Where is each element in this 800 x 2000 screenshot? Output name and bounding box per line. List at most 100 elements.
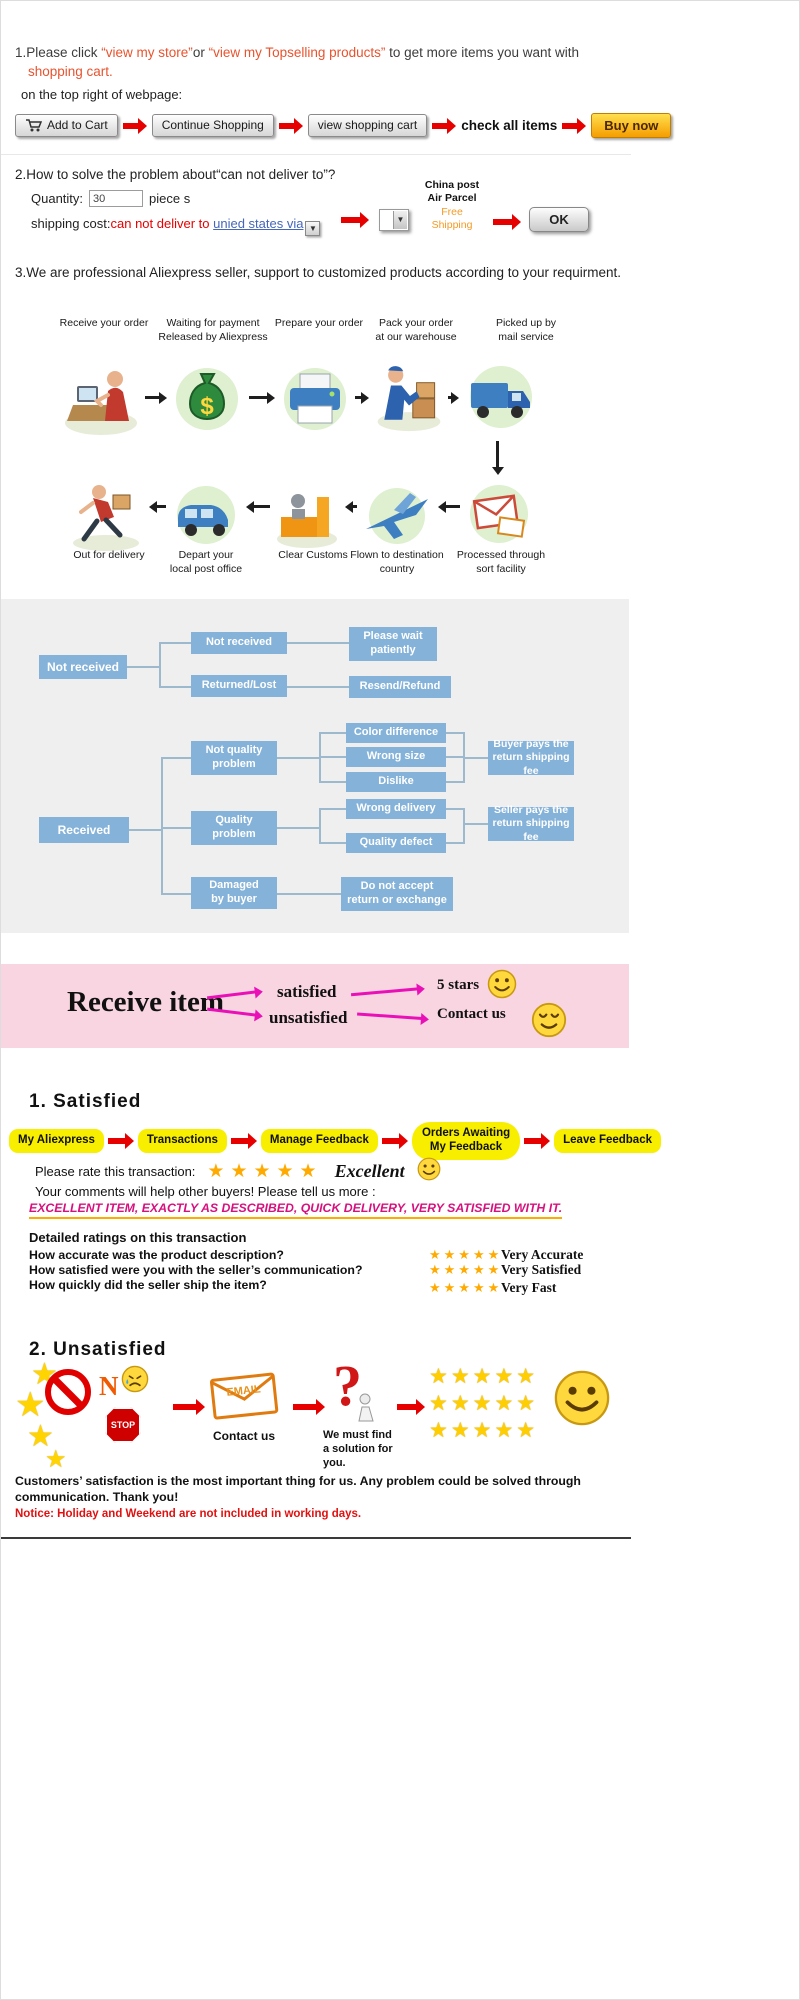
envelope-icon: EMAIL <box>207 1367 283 1428</box>
stars-row: ★★★★★ <box>429 1392 539 1415</box>
smiley-face-icon <box>553 1369 611 1432</box>
example-comment: EXCELLENT ITEM, EXACTLY AS DESCRIBED, QU… <box>29 1201 563 1219</box>
sort-facility-mail-icon <box>463 479 535 554</box>
nav-my-aliexpress[interactable]: My Aliexpress <box>9 1129 104 1153</box>
post-office-van-icon <box>168 481 244 556</box>
smiley-face-icon <box>417 1157 441 1186</box>
stop-sign-icon: STOP <box>105 1407 141 1443</box>
flow-node-wait: Please wait patiently <box>349 627 437 661</box>
stop-label: STOP <box>110 1420 136 1430</box>
black-arrow-icon <box>145 390 167 406</box>
process-step-label: Clear Customs <box>278 549 348 561</box>
divider <box>1 154 631 155</box>
ok-button[interactable]: OK <box>529 207 589 232</box>
flow-node-wrong-delivery: Wrong delivery <box>346 799 446 819</box>
flow-node-damaged: Damaged by buyer <box>191 877 277 909</box>
banner-satisfied: satisfied <box>277 982 337 1001</box>
red-arrow-icon <box>493 213 521 231</box>
flow-node-quality: Quality problem <box>191 811 277 845</box>
flow-node-color-difference: Color difference <box>346 723 446 743</box>
process-step-label: Prepare your order <box>274 317 364 329</box>
rating-stars[interactable]: ★★★★★ <box>429 1280 503 1295</box>
cannot-deliver-text: can not deliver to <box>110 216 210 231</box>
check-all-items-text: check all items <box>461 118 558 133</box>
airplane-icon <box>358 483 436 554</box>
flow-node-not-received: Not received <box>39 655 127 679</box>
red-arrow-icon <box>397 1397 425 1417</box>
process-step-label: Picked up by mail service <box>495 317 557 343</box>
unsatisfied-heading: 2. Unsatisfied <box>29 1339 167 1360</box>
rating-stars[interactable]: ★★★★★ <box>429 1262 503 1277</box>
process-step-label: Pack your order at our warehouse <box>375 317 457 343</box>
stars-row: ★★★★★ <box>429 1419 539 1442</box>
black-arrow-icon <box>149 499 166 515</box>
process-step-label: Out for delivery <box>73 549 145 561</box>
black-arrow-icon <box>355 390 369 406</box>
intro-line3: on the top right of webpage: <box>21 87 183 102</box>
intro-prefix: 1.Please click <box>15 45 102 60</box>
magenta-arrow-icon <box>357 1008 430 1027</box>
nav-leave-feedback[interactable]: Leave Feedback <box>554 1129 661 1153</box>
buy-now-label: Buy now <box>604 118 659 133</box>
view-my-store-link[interactable]: “view my store” <box>101 45 193 60</box>
black-arrow-icon <box>448 390 459 406</box>
topselling-link[interactable]: “view my Topselling products” <box>208 45 386 60</box>
shipping-dropdown[interactable] <box>379 209 409 231</box>
flow-node-resend: Resend/Refund <box>349 676 451 698</box>
china-post-text: China post Air Parcel <box>424 179 480 205</box>
prepare-order-printer-icon <box>277 359 353 442</box>
red-arrow-icon <box>293 1397 325 1417</box>
stars-row: ★★★★★ <box>429 1365 539 1388</box>
continue-shopping-button[interactable]: Continue Shopping <box>151 114 274 137</box>
excellent-label: Excellent <box>334 1161 405 1181</box>
rating-question: How accurate was the product description… <box>29 1248 284 1262</box>
chevron-down-icon[interactable] <box>305 221 321 236</box>
flow-node-no-return: Do not accept return or exchange <box>341 877 453 911</box>
out-for-delivery-courier-icon <box>65 479 147 558</box>
flow-node-dislike: Dislike <box>346 772 446 792</box>
comments-line: Your comments will help other buyers! Pl… <box>35 1184 376 1199</box>
quantity-input[interactable] <box>89 190 144 207</box>
footer-message: Customers’ satisfaction is the most impo… <box>15 1474 581 1504</box>
buy-now-button[interactable]: Buy now <box>591 113 672 138</box>
flow-node-wrong-size: Wrong size <box>346 747 446 767</box>
rating-stars[interactable]: ★★★★★ <box>429 1247 503 1262</box>
continue-shopping-label: Continue Shopping <box>161 118 264 132</box>
view-shopping-cart-button[interactable]: view shopping cart <box>307 114 428 137</box>
rate-row: Please rate this transaction: ★★★★★ Exce… <box>35 1157 441 1186</box>
no-sign-icon <box>45 1369 91 1415</box>
rating-question: How satisfied were you with the seller’s… <box>29 1263 363 1277</box>
chevron-down-icon <box>393 211 407 229</box>
flow-node-seller-pays: Seller pays the return shipping fee <box>488 804 574 843</box>
smiley-face-icon <box>487 969 517 1004</box>
satisfied-heading: 1. Satisfied <box>29 1091 142 1112</box>
rating-stars[interactable]: ★★★★★ <box>207 1161 323 1182</box>
rating-question: How quickly did the seller ship the item… <box>29 1278 267 1292</box>
banner-unsatisfied: unsatisfied <box>269 1008 348 1027</box>
receive-item-banner: Receive item satisfied unsatisfied 5 sta… <box>1 964 629 1048</box>
nav-transactions[interactable]: Transactions <box>137 1129 227 1153</box>
deliver-heading: 2.How to solve the problem about“can not… <box>15 167 336 182</box>
shipping-label: shipping cost: <box>31 216 111 231</box>
intro-line1: 1.Please click “view my store”or “view m… <box>15 45 579 60</box>
payment-money-bag-icon: $ <box>169 359 245 442</box>
question-mark: ? <box>333 1353 362 1418</box>
nav-manage-feedback[interactable]: Manage Feedback <box>260 1129 378 1153</box>
ok-label: OK <box>549 212 569 227</box>
flow-node-nr-branch1: Not received <box>191 632 287 654</box>
banner-title: Receive item <box>67 986 224 1018</box>
feedback-nav-row: My Aliexpress Transactions Manage Feedba… <box>9 1119 661 1163</box>
free-shipping-text: Free Shipping <box>431 206 473 232</box>
add-to-cart-button[interactable]: Add to Cart <box>15 114 118 137</box>
country-link[interactable]: unied states via <box>213 216 304 231</box>
detailed-ratings-heading: Detailed ratings on this transaction <box>29 1230 247 1245</box>
full-stars-grid: ★★★★★ ★★★★★ ★★★★★ <box>429 1363 538 1444</box>
squint-smiley-icon <box>531 1002 567 1043</box>
star-icon <box>45 1445 67 1474</box>
quantity-unit: piece s <box>149 191 191 206</box>
red-arrow-icon <box>173 1397 205 1417</box>
nav-orders-awaiting-feedback[interactable]: Orders Awaiting My Feedback <box>411 1122 521 1160</box>
black-arrow-icon <box>491 441 505 475</box>
flow-node-buyer-pays: Buyer pays the return shipping fee <box>488 738 574 777</box>
